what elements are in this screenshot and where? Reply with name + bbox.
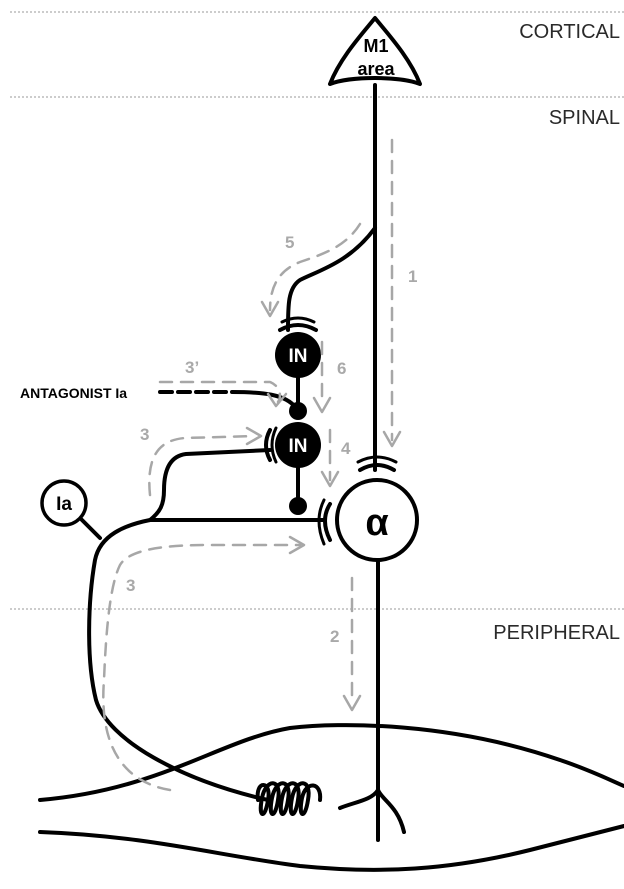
pathway-6 (312, 340, 332, 414)
pathway-label-3-lower: 3 (126, 576, 135, 595)
region-label-cortical: CORTICAL (519, 21, 620, 43)
neuromuscular-junction (338, 558, 406, 842)
region-label-spinal: SPINAL (549, 107, 620, 129)
ia-afferent-fiber (87, 518, 327, 802)
pathway-label-3-prime: 3’ (185, 358, 199, 377)
pathway-2 (342, 576, 362, 712)
pathway-5 (260, 222, 362, 318)
pathway-3-lower (102, 535, 306, 792)
antagonist-ia-label: ANTAGONIST Ia (20, 385, 127, 401)
alpha-motor-neuron-label: α (365, 502, 388, 544)
antagonist-ia-fiber (158, 390, 298, 410)
ia-afferent-cell: Ia (40, 479, 88, 527)
inhibitory-terminal-lower (289, 497, 307, 515)
alpha-motor-neuron: α (335, 478, 419, 562)
interneuron-upper-label: IN (289, 346, 308, 367)
inhibitory-terminal-upper (289, 402, 307, 420)
interneuron-upper: IN (275, 332, 321, 378)
synapse-caps (264, 316, 398, 546)
pathway-4 (320, 428, 340, 488)
pathway-label-5: 5 (285, 233, 294, 252)
pathway-label-4: 4 (341, 439, 351, 458)
interneuron-lower-label: IN (289, 436, 308, 457)
pathway-label-3-upper: 3 (140, 425, 149, 444)
pathway-label-1: 1 (408, 267, 417, 286)
ia-afferent-label: Ia (56, 494, 72, 515)
m1-label-line2: area (357, 59, 395, 79)
muscle-spindle-coil (255, 781, 323, 816)
pathway-label-2: 2 (330, 627, 339, 646)
pathway-3-prime (158, 380, 288, 408)
interneuron-lower: IN (275, 422, 321, 468)
ia-cell-stalk (78, 516, 102, 540)
m1-label-line1: M1 (363, 36, 388, 56)
pathway-3-upper (148, 426, 263, 497)
pathway-1 (382, 138, 402, 448)
muscle (38, 723, 624, 872)
cortical-branch-to-interneuron (286, 226, 377, 332)
pathway-label-6: 6 (337, 359, 346, 378)
ia-branch-to-interneuron (148, 448, 272, 522)
region-label-peripheral: PERIPHERAL (493, 622, 620, 644)
m1-area (328, 16, 422, 86)
